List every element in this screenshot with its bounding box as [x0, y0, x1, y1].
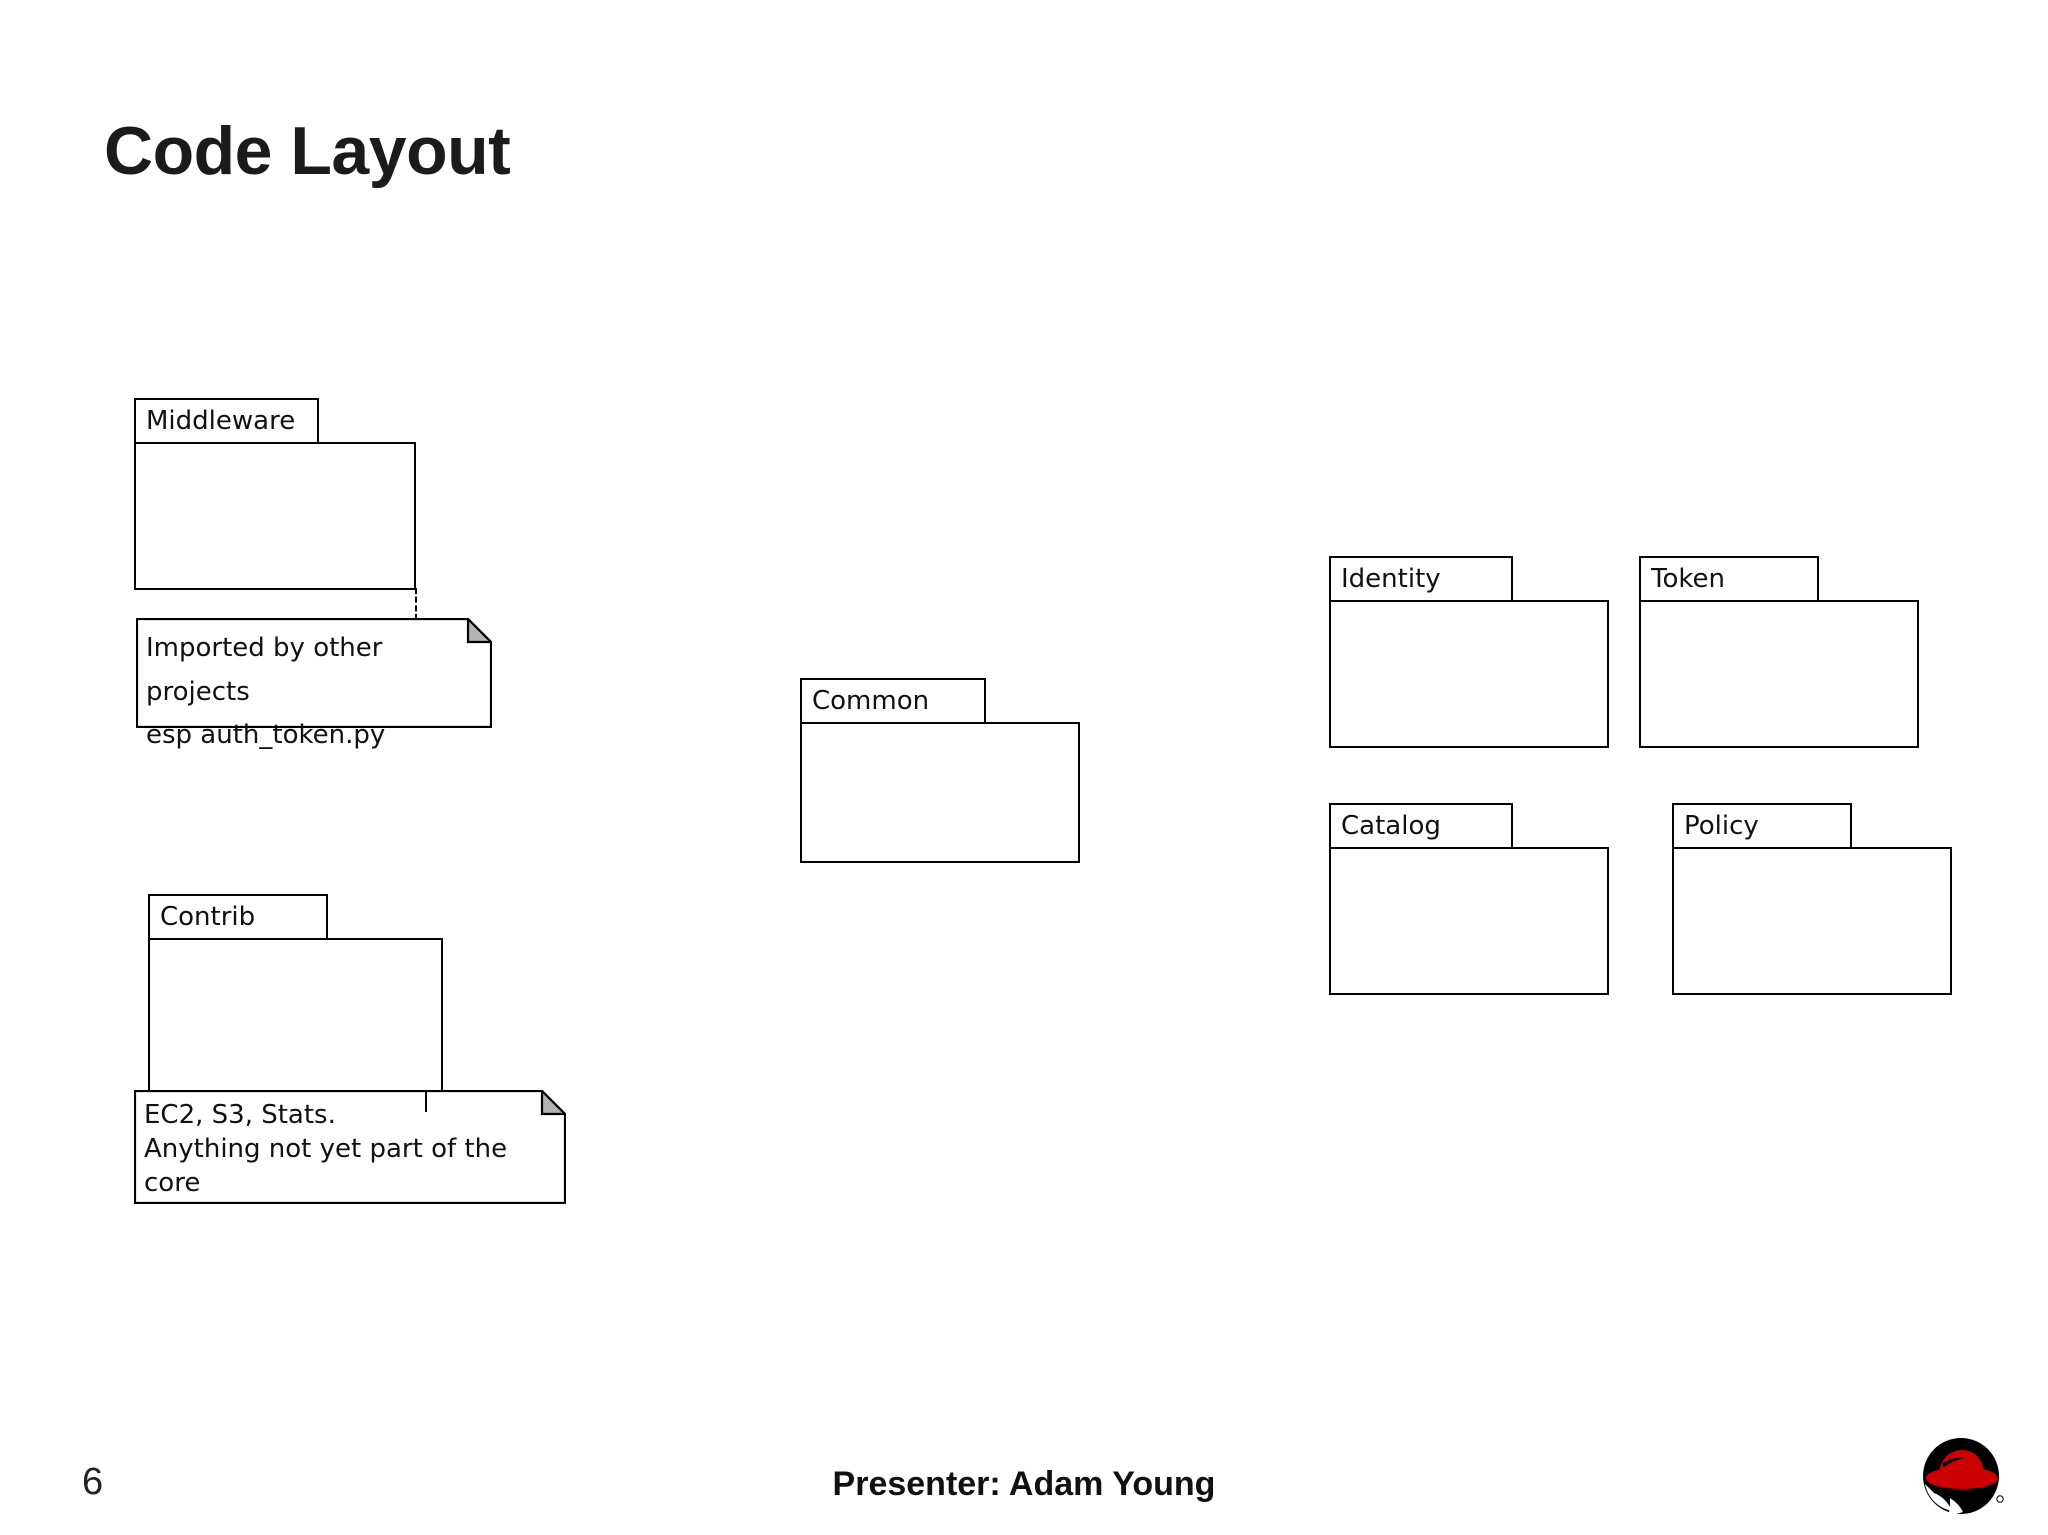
package-policy-tab: Policy [1672, 803, 1852, 849]
package-contrib-body [148, 938, 443, 1092]
connector-middleware-note [415, 588, 417, 620]
package-policy[interactable]: Policy [1672, 803, 1952, 995]
presenter-name: Presenter: Adam Young [832, 1465, 1216, 1503]
package-identity-body [1329, 600, 1609, 748]
package-middleware-tab: Middleware [134, 398, 319, 444]
package-contrib[interactable]: Contrib [148, 894, 443, 1092]
note-middleware: Imported by other projects esp auth_toke… [136, 618, 492, 750]
package-middleware-body [134, 442, 416, 590]
note-contrib-text: EC2, S3, Stats. Anything not yet part of… [144, 1100, 508, 1198]
package-token-body [1639, 600, 1919, 748]
package-catalog-label: Catalog [1341, 811, 1441, 841]
package-middleware-label: Middleware [146, 406, 296, 436]
package-common-label: Common [812, 686, 930, 716]
package-policy-body [1672, 847, 1952, 995]
package-common[interactable]: Common [800, 678, 1080, 863]
package-policy-label: Policy [1684, 811, 1759, 841]
package-common-body [800, 722, 1080, 863]
page-title: Code Layout [104, 113, 511, 189]
package-token-label: Token [1651, 564, 1725, 594]
package-catalog-tab: Catalog [1329, 803, 1513, 849]
package-token[interactable]: Token [1639, 556, 1919, 748]
package-identity-tab: Identity [1329, 556, 1513, 602]
red-hat-shadowman-logo [1923, 1438, 2004, 1514]
package-middleware[interactable]: Middleware [134, 398, 416, 590]
note-contrib: EC2, S3, Stats. Anything not yet part of… [134, 1090, 566, 1204]
package-common-tab: Common [800, 678, 986, 724]
package-catalog[interactable]: Catalog [1329, 803, 1609, 995]
note-middleware-shape [136, 618, 492, 728]
package-catalog-body [1329, 847, 1609, 995]
note-contrib-shape [134, 1090, 566, 1204]
package-identity[interactable]: Identity [1329, 556, 1609, 748]
package-contrib-tab: Contrib [148, 894, 328, 940]
connector-contrib-note [425, 1090, 427, 1112]
page-number: 6 [82, 1461, 104, 1503]
package-identity-label: Identity [1341, 564, 1441, 594]
note-middleware-text: Imported by other projects esp auth_toke… [146, 633, 386, 751]
package-contrib-label: Contrib [160, 902, 256, 932]
package-token-tab: Token [1639, 556, 1819, 602]
